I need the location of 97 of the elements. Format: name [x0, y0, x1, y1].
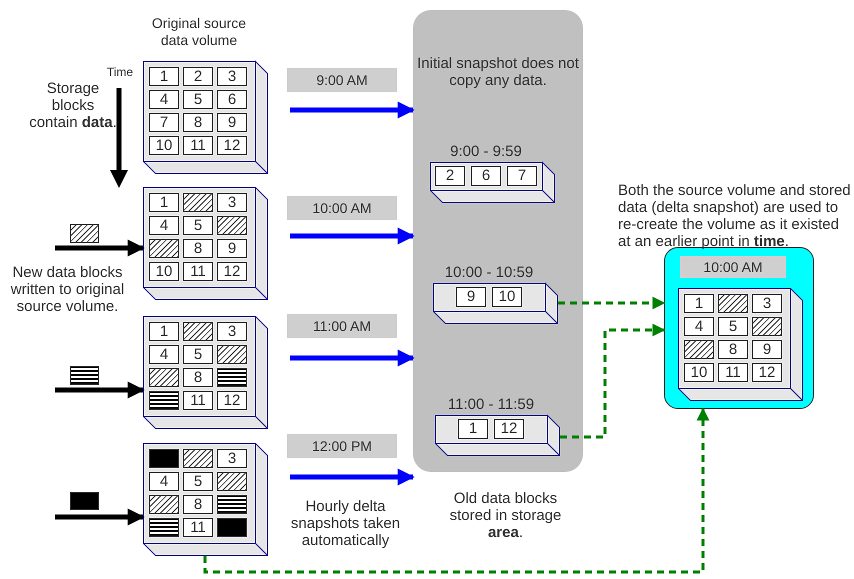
data-block: 11	[183, 391, 213, 410]
data-block: 4	[684, 317, 714, 336]
data-block: 7	[507, 166, 537, 186]
data-block: 5	[183, 345, 213, 364]
data-block	[149, 518, 179, 537]
data-block: 10	[149, 262, 179, 281]
data-block	[217, 472, 247, 491]
time-label: 12:00 PM	[287, 434, 397, 458]
data-block: 9	[752, 340, 782, 359]
data-block	[183, 322, 213, 341]
arrow	[290, 350, 415, 366]
volume-heading: Original source data volume	[150, 15, 248, 49]
data-block: 4	[149, 472, 179, 491]
data-block	[217, 518, 247, 537]
data-block: 12	[494, 419, 524, 439]
data-block	[149, 495, 179, 514]
data-block: 12	[752, 363, 782, 382]
data-block	[217, 368, 247, 387]
data-block: 5	[183, 90, 213, 109]
data-block: 8	[183, 239, 213, 258]
data-block	[183, 193, 213, 212]
data-block: 10	[492, 287, 522, 307]
data-block	[149, 391, 179, 410]
data-block: 7	[149, 113, 179, 132]
data-block: 10	[149, 136, 179, 155]
time-axis-label: Time	[106, 64, 134, 81]
data-block: 5	[183, 472, 213, 491]
data-block: 12	[217, 391, 247, 410]
data-block: 4	[149, 216, 179, 235]
annotation: Hourly delta snapshots taken automatically	[290, 498, 402, 549]
data-block	[149, 449, 179, 468]
data-block: 3	[217, 322, 247, 341]
snapshot-time-range: 9:00 - 9:59	[449, 143, 523, 160]
data-block: 2	[183, 67, 213, 86]
arrow	[290, 228, 415, 244]
data-block: 1	[149, 193, 179, 212]
data-block: 1	[458, 419, 488, 439]
arrow	[558, 296, 666, 310]
data-block: 1	[684, 294, 714, 313]
data-block: 11	[183, 136, 213, 155]
annotation: Both the source volume and stored data (delta snapshot) are used to re-create the volume as it existed at an earlier point in time.	[618, 182, 852, 250]
time-label: 10:00 AM	[680, 256, 786, 278]
data-block	[149, 239, 179, 258]
data-block	[217, 345, 247, 364]
data-block	[752, 317, 782, 336]
data-block: 8	[718, 340, 748, 359]
arrow	[55, 508, 145, 526]
time-label: 9:00 AM	[287, 68, 397, 92]
data-block: 6	[471, 166, 501, 186]
arrow	[560, 324, 666, 438]
arrow	[204, 408, 710, 574]
storage-note: Initial snapshot does not copy any data.	[417, 55, 579, 89]
data-block: 5	[718, 317, 748, 336]
snapshot-time-range: 10:00 - 10:59	[444, 264, 534, 281]
annotation: Storage blocks contain data.	[28, 80, 118, 131]
data-block	[183, 449, 213, 468]
data-block: 1	[149, 67, 179, 86]
data-block: 5	[183, 216, 213, 235]
data-block: 1	[149, 322, 179, 341]
data-block: 9	[456, 287, 486, 307]
data-block	[149, 368, 179, 387]
arrow	[290, 102, 415, 118]
data-block	[217, 495, 247, 514]
data-block: 3	[217, 193, 247, 212]
data-block: 2	[435, 166, 465, 186]
time-label: 10:00 AM	[287, 196, 397, 220]
arrow	[55, 382, 145, 398]
data-block: 3	[217, 67, 247, 86]
arrow	[55, 240, 145, 256]
data-block: 3	[752, 294, 782, 313]
new-data-block	[70, 492, 99, 510]
data-block: 8	[183, 113, 213, 132]
data-block: 9	[217, 239, 247, 258]
data-block: 8	[183, 368, 213, 387]
data-block: 12	[217, 262, 247, 281]
data-block: 12	[217, 136, 247, 155]
data-block: 11	[183, 518, 213, 537]
data-block: 3	[217, 449, 247, 468]
data-block: 4	[149, 345, 179, 364]
annotation: New data blocks written to original source volume.	[10, 264, 126, 315]
data-block	[217, 216, 247, 235]
data-block: 6	[217, 90, 247, 109]
data-block: 4	[149, 90, 179, 109]
data-block	[718, 294, 748, 313]
arrow	[290, 468, 415, 486]
new-data-block	[70, 366, 99, 385]
data-block	[684, 340, 714, 359]
new-data-block	[70, 224, 99, 243]
snapshot-time-range: 11:00 - 11:59	[446, 396, 536, 413]
data-block: 10	[684, 363, 714, 382]
data-block: 11	[183, 262, 213, 281]
data-block: 11	[718, 363, 748, 382]
data-block: 9	[217, 113, 247, 132]
storage-caption: Old data blocks stored in storage area.	[448, 490, 562, 541]
data-block: 8	[183, 495, 213, 514]
time-label: 11:00 AM	[287, 314, 397, 338]
storage-area	[413, 10, 583, 472]
